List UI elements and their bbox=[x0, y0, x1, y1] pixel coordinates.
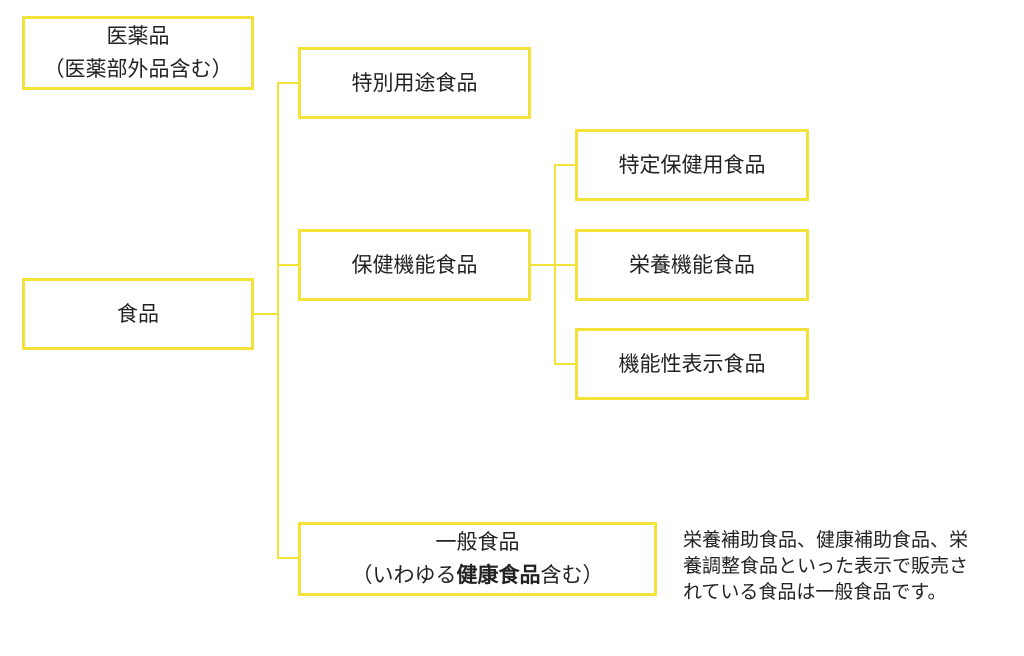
node-hoken-kinou: 保健機能食品 bbox=[298, 229, 531, 301]
node-shokuhin-label: 食品 bbox=[117, 301, 159, 326]
node-tokubetsu-youto-label: 特別用途食品 bbox=[351, 70, 478, 95]
node-ippan-sublabel-prefix: （いわゆる bbox=[351, 563, 457, 587]
connector-hoken-kinou bbox=[277, 264, 300, 266]
node-kinousei-hyouji: 機能性表示食品 bbox=[575, 328, 809, 400]
node-ippan: 一般食品 （いわゆる健康食品含む） bbox=[298, 522, 657, 596]
connector-ippan bbox=[277, 557, 300, 559]
node-iyakuhin-sublabel: （医薬部外品含む） bbox=[43, 57, 233, 81]
node-ippan-label: 一般食品 bbox=[435, 530, 520, 555]
node-hoken-kinou-label: 保健機能食品 bbox=[351, 252, 478, 277]
node-kinousei-hyouji-label: 機能性表示食品 bbox=[618, 351, 766, 376]
node-eiyou-kinou: 栄養機能食品 bbox=[575, 229, 809, 301]
connector-trunk-main bbox=[277, 83, 279, 558]
connector-eiyou-kinou bbox=[554, 264, 577, 266]
connector-shokuhin bbox=[254, 313, 278, 315]
connector-hoken-out bbox=[531, 264, 555, 266]
connector-kinousei-hyouji bbox=[554, 363, 577, 365]
node-ippan-sublabel: （いわゆる健康食品含む） bbox=[352, 559, 604, 592]
node-eiyou-kinou-label: 栄養機能食品 bbox=[629, 252, 755, 277]
node-tokutei-hoken-label: 特定保健用食品 bbox=[618, 152, 766, 177]
connector-tokutei-hoken bbox=[554, 164, 577, 166]
node-tokubetsu-youto: 特別用途食品 bbox=[298, 47, 531, 119]
node-tokutei-hoken: 特定保健用食品 bbox=[575, 129, 809, 201]
node-ippan-sublabel-suffix: 含む） bbox=[540, 563, 604, 587]
connector-tokubetsu bbox=[277, 82, 300, 84]
node-shokuhin: 食品 bbox=[22, 278, 254, 350]
node-iyakuhin-label: 医薬品 bbox=[106, 24, 170, 49]
ippan-note: 栄養補助食品、健康補助食品、栄養調整食品といった表示で販売されている食品は一般食… bbox=[683, 529, 969, 604]
node-ippan-sublabel-bold: 健康食品 bbox=[456, 563, 541, 587]
node-iyakuhin: 医薬品 （医薬部外品含む） bbox=[22, 16, 254, 90]
